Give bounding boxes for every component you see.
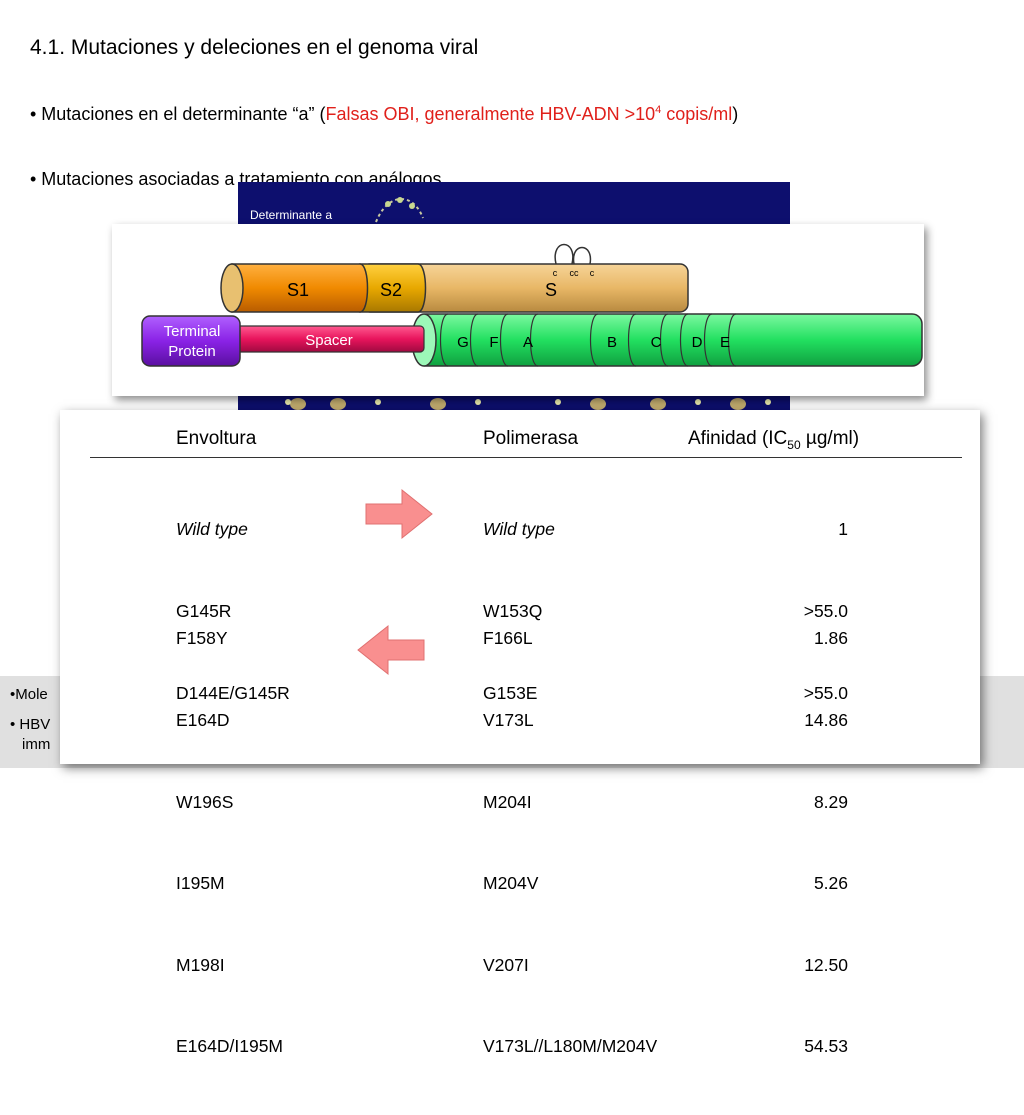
domain-B: B bbox=[607, 334, 617, 351]
table-cell: Wild type bbox=[176, 519, 248, 540]
gene-S2-label: S2 bbox=[380, 280, 402, 300]
table-cell: 1.86 bbox=[813, 628, 848, 649]
loop-letter-1: c bbox=[553, 268, 558, 278]
terminal-protein-line2: Protein bbox=[168, 343, 216, 360]
header-afinidad-sub: 50 bbox=[787, 437, 801, 452]
mutation-table: Envoltura Polimerasa Afinidad (IC50 µg/m… bbox=[60, 410, 980, 1056]
table-cell: F166L bbox=[483, 628, 533, 649]
determinant-label: Determinante a bbox=[250, 208, 333, 222]
table-cell: 12.50 bbox=[804, 954, 848, 975]
table-cell: >55.0 bbox=[803, 682, 848, 703]
domain-E: E bbox=[720, 334, 730, 351]
loop-letter-2: cc bbox=[570, 268, 580, 278]
gene-S1-shape bbox=[231, 263, 369, 313]
header-afinidad-main: Afinidad (IC bbox=[688, 428, 788, 449]
bullet1-red-unit: copis/ml bbox=[661, 104, 733, 124]
domain-dividers bbox=[439, 313, 737, 367]
table-cell: D144E/G145R bbox=[176, 682, 290, 703]
group1-polimerasa: Wild type W153Q G153E bbox=[483, 462, 555, 761]
table-cell: I195M bbox=[176, 873, 225, 894]
table-cell: W153Q bbox=[483, 601, 543, 621]
spacer-label: Spacer bbox=[305, 332, 353, 349]
table-cell: 8.29 bbox=[813, 791, 848, 812]
table-cell: M204I bbox=[483, 791, 532, 812]
arrow-right-icon bbox=[365, 488, 433, 540]
table-cell: V173L bbox=[483, 710, 534, 730]
bullet1-superscript: 4 bbox=[655, 104, 662, 116]
header-rule bbox=[90, 457, 962, 458]
header-envoltura: Envoltura bbox=[176, 428, 257, 449]
header-afinidad-unit: µg/ml) bbox=[800, 428, 860, 449]
bullet1-prefix: • Mutaciones en el determinante “a” ( bbox=[30, 104, 326, 124]
domain-F: F bbox=[489, 334, 498, 351]
table-cell: 1 bbox=[838, 519, 848, 540]
genome-diagram: S1 S2 S c cc c G F A B C D E Spacer bbox=[112, 224, 924, 396]
loop-letter-3: c bbox=[590, 268, 595, 278]
table-cell: V207I bbox=[483, 954, 529, 975]
footer-line-1: •Mole bbox=[10, 686, 48, 703]
gene-S1-cap bbox=[220, 263, 244, 313]
group2-afinidad: 1.86 14.86 8.29 5.26 12.50 54.53 bbox=[760, 571, 848, 1115]
table-cell: E164D bbox=[176, 710, 230, 730]
group1-envoltura: Wild type G145R D144E/G145R bbox=[176, 462, 290, 761]
table-cell: G145R bbox=[176, 601, 232, 621]
bullet1-red-text: Falsas OBI, generalmente HBV-ADN >104 co… bbox=[325, 104, 732, 124]
table-cell: V173L//L180M/M204V bbox=[483, 1036, 658, 1057]
loop-left bbox=[554, 243, 574, 265]
slide-title: 4.1. Mutaciones y deleciones en el genom… bbox=[30, 36, 479, 59]
domain-G: G bbox=[457, 334, 469, 351]
domain-D: D bbox=[692, 334, 703, 351]
header-polimerasa: Polimerasa bbox=[483, 428, 579, 449]
table-cell: 5.26 bbox=[813, 873, 848, 894]
table-cell: M198I bbox=[176, 954, 225, 975]
footer-line-2a: • HBV bbox=[10, 716, 51, 733]
table-cell: E164D/I195M bbox=[176, 1036, 284, 1057]
table-cell: Wild type bbox=[483, 519, 555, 540]
group2-polimerasa: F166L V173L M204I M204V V207I V173L//L18… bbox=[483, 571, 657, 1115]
group1-afinidad: 1 >55.0 >55.0 bbox=[760, 462, 848, 761]
domain-A: A bbox=[523, 334, 533, 351]
gene-S-label: S bbox=[545, 280, 557, 300]
table-cell: 14.86 bbox=[804, 710, 848, 730]
table-cell: M204V bbox=[483, 873, 539, 894]
table-cell: >55.0 bbox=[803, 601, 848, 621]
gene-S1-label: S1 bbox=[287, 280, 309, 300]
domain-C: C bbox=[651, 334, 662, 351]
group2-envoltura: F158Y E164D W196S I195M M198I E164D/I195… bbox=[176, 571, 283, 1115]
terminal-protein-line1: Terminal bbox=[164, 323, 221, 340]
header-afinidad: Afinidad (IC50 µg/ml) bbox=[688, 428, 859, 452]
determinant-image-art bbox=[285, 197, 771, 410]
table-cell: W196S bbox=[176, 791, 234, 812]
bullet1-red-main: Falsas OBI, generalmente HBV-ADN >10 bbox=[325, 104, 656, 124]
loop-right bbox=[572, 246, 592, 265]
arrow-left-icon bbox=[357, 624, 425, 676]
terminal-protein-box bbox=[141, 315, 241, 367]
bullet-determinante: • Mutaciones en el determinante “a” (Fal… bbox=[30, 104, 738, 125]
bullet1-suffix: ) bbox=[732, 104, 739, 124]
table-cell: 54.53 bbox=[804, 1036, 848, 1057]
table-cell: F158Y bbox=[176, 628, 228, 649]
footer-line-2b: imm bbox=[22, 736, 51, 753]
genome-diagram-art: S1 S2 S c cc c G F A B C D E Spacer bbox=[141, 243, 923, 367]
table-cell: G153E bbox=[483, 682, 538, 703]
